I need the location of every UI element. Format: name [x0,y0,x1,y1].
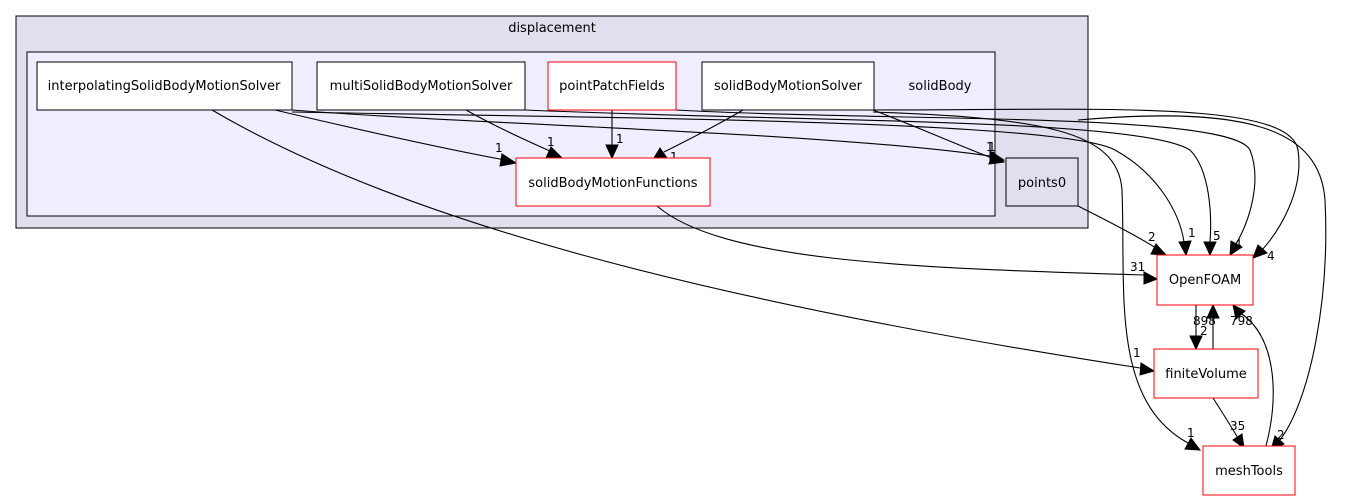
edge-interpolating-to-functions: 1 [274,109,518,167]
node-label: multiSolidBodyMotionSolver [330,79,513,94]
edge-label: 798 [1230,314,1253,328]
cluster-displacement-label: displacement [508,21,596,36]
edge-to-points0-b: 1 [872,109,1006,165]
node-label: OpenFOAM [1169,273,1241,288]
node-solid-body-motion-solver[interactable]: solidBodyMotionSolver [701,61,875,111]
edge-label: 1 [988,140,996,154]
edge-finitevolume-to-meshtools: 35 [1212,397,1245,450]
edge-functions-to-openfoam: 31 [656,205,1159,285]
node-solid-body-motion-functions[interactable]: solidBodyMotionFunctions [515,157,711,207]
edge-to-openfoam-1: 1 [291,111,1196,257]
edge-label: 1 [616,132,624,146]
edge-interpolating-to-finitevolume: 1 [211,109,1156,376]
node-label: interpolatingSolidBodyMotionSolver [48,79,281,94]
node-multi-solid-body-motion-solver[interactable]: multiSolidBodyMotionSolver [316,61,526,111]
node-openfoam[interactable]: OpenFOAM [1156,254,1254,306]
edge-to-openfoam-4: 4 [675,109,1256,256]
edge-label: 1 [670,150,678,164]
edge-label: 1 [1188,226,1196,240]
node-mesh-tools[interactable]: meshTools [1202,445,1296,496]
edge-label: 35 [1230,419,1245,433]
edge-label: 1 [1187,426,1195,440]
edge-to-openfoam-5: 5 [524,109,1221,257]
node-label: solidBodyMotionSolver [714,79,863,94]
edge-meshtools-to-openfoam: 798 [1230,304,1274,447]
edge-label: 4 [1234,237,1242,251]
edge-label: 1 [986,140,994,154]
edge-to-meshtools-1: 1 [872,111,1202,451]
edge-label: 2 [1148,230,1156,244]
node-label: pointPatchFields [559,79,665,94]
node-finite-volume[interactable]: finiteVolume [1153,348,1259,399]
edge-label: 1 [1133,346,1141,360]
edge-label: 2 [1277,428,1285,442]
edge-label: 4 [1267,249,1275,263]
node-points0[interactable]: points0 [1005,157,1079,207]
node-interpolating-solid-body-motion-solver[interactable]: interpolatingSolidBodyMotionSolver [36,61,293,111]
node-label: meshTools [1215,464,1283,479]
edge-to-openfoam-4b: 4 [872,108,1300,263]
edge-label: 1 [547,135,555,149]
edge-label: 1 [495,141,503,155]
node-label: points0 [1018,176,1066,191]
node-point-patch-fields[interactable]: pointPatchFields [547,61,677,111]
edge-label: 2 [1200,324,1208,338]
cluster-solidbody-label: solidBody [908,79,971,94]
edge-finitevolume-to-openfoam: 2 [1200,303,1220,349]
edge-label: 31 [1130,260,1145,274]
edge-points0-to-openfoam: 2 [1077,205,1168,256]
node-label: solidBodyMotionFunctions [528,176,697,191]
edge-label: 5 [1213,229,1221,243]
node-label: finiteVolume [1165,367,1247,382]
